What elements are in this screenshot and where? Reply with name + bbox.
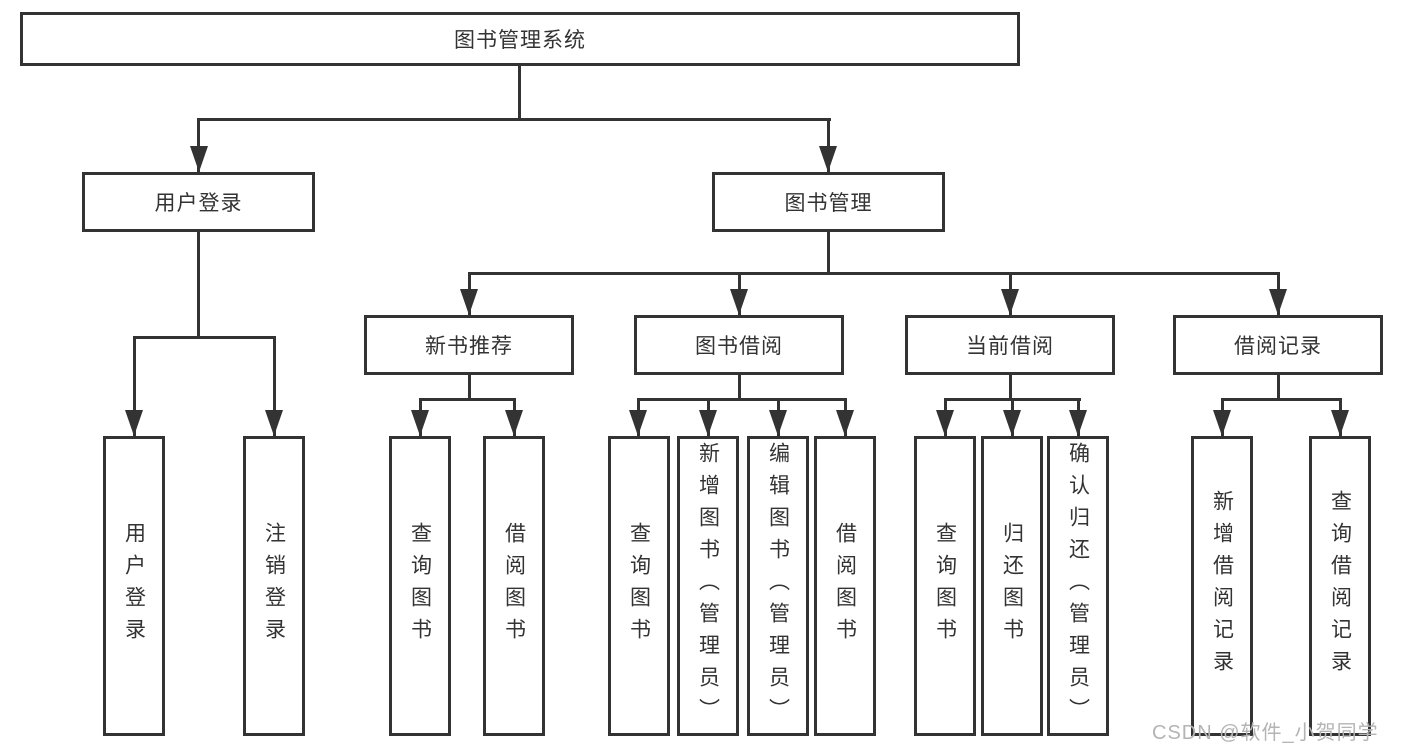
connector-newbookrec-hbar — [419, 398, 516, 401]
arrow-down-icon — [1001, 289, 1019, 315]
arrow-down-icon — [265, 410, 283, 436]
csdn-watermark: CSDN @软件_小贺同学 — [1152, 722, 1379, 744]
arrow-down-icon — [190, 146, 208, 172]
connector-drop-user-login-group — [197, 118, 200, 172]
arrow-down-icon — [1331, 410, 1349, 436]
arrow-down-icon — [125, 410, 143, 436]
arrow-down-icon — [411, 410, 429, 436]
node-user-login: 用户登录 — [103, 436, 165, 736]
node-user-login-group: 用户登录 — [82, 172, 315, 232]
arrow-down-icon — [505, 410, 523, 436]
arrow-down-icon — [819, 146, 837, 172]
node-borrow-records: 借阅记录 — [1173, 315, 1383, 375]
connector-userlogin-hbar — [133, 336, 276, 339]
arrow-down-icon — [769, 410, 787, 436]
node-bb-add-books-admin: 新增图书（管理员） — [677, 436, 739, 736]
arrow-down-icon — [836, 410, 854, 436]
connector-drop-logout — [273, 336, 276, 436]
arrow-down-icon — [460, 289, 478, 315]
node-cb-confirm-return-admin: 确认归还（管理员） — [1047, 436, 1109, 736]
node-bb-borrow-books: 借阅图书 — [814, 436, 876, 736]
node-new-book-rec: 新书推荐 — [364, 315, 574, 375]
arrow-down-icon — [1269, 289, 1287, 315]
node-cb-return-books: 归还图书 — [981, 436, 1043, 736]
arrow-down-icon — [629, 410, 647, 436]
connector-userlogin-stem — [197, 232, 200, 336]
node-root-system: 图书管理系统 — [20, 12, 1020, 66]
node-nb-query-books: 查询图书 — [389, 436, 451, 736]
connector-drop-user-login — [133, 336, 136, 436]
node-nb-borrow-books: 借阅图书 — [483, 436, 545, 736]
node-book-mgmt: 图书管理 — [712, 172, 945, 232]
connector-bookborrow-stem — [738, 375, 741, 398]
arrow-down-icon — [1003, 410, 1021, 436]
node-logout: 注销登录 — [243, 436, 305, 736]
arrow-down-icon — [1069, 410, 1087, 436]
node-book-borrow: 图书借阅 — [634, 315, 844, 375]
arrow-down-icon — [936, 410, 954, 436]
node-br-add-record: 新增借阅记录 — [1191, 436, 1253, 736]
connector-borrowrecords-stem — [1277, 375, 1280, 398]
node-br-query-record: 查询借阅记录 — [1309, 436, 1371, 736]
arrow-down-icon — [730, 289, 748, 315]
connector-bookmgmt-hbar — [468, 272, 1280, 275]
connector-borrowrecords-hbar — [1221, 398, 1342, 401]
connector-currentborrow-stem — [1009, 375, 1012, 398]
node-cb-query-books: 查询图书 — [914, 436, 976, 736]
node-current-borrow: 当前借阅 — [905, 315, 1115, 375]
connector-newbookrec-stem — [468, 375, 471, 398]
node-bb-edit-books-admin: 编辑图书（管理员） — [747, 436, 809, 736]
arrow-down-icon — [699, 410, 717, 436]
connector-drop-book-mgmt — [827, 118, 830, 172]
connector-bookmgmt-stem — [827, 232, 830, 272]
node-bb-query-books: 查询图书 — [608, 436, 670, 736]
arrow-down-icon — [1213, 410, 1231, 436]
connector-root-hbar — [197, 118, 831, 121]
connector-root-stem — [518, 66, 521, 118]
connector-bookborrow-hbar — [637, 398, 847, 401]
